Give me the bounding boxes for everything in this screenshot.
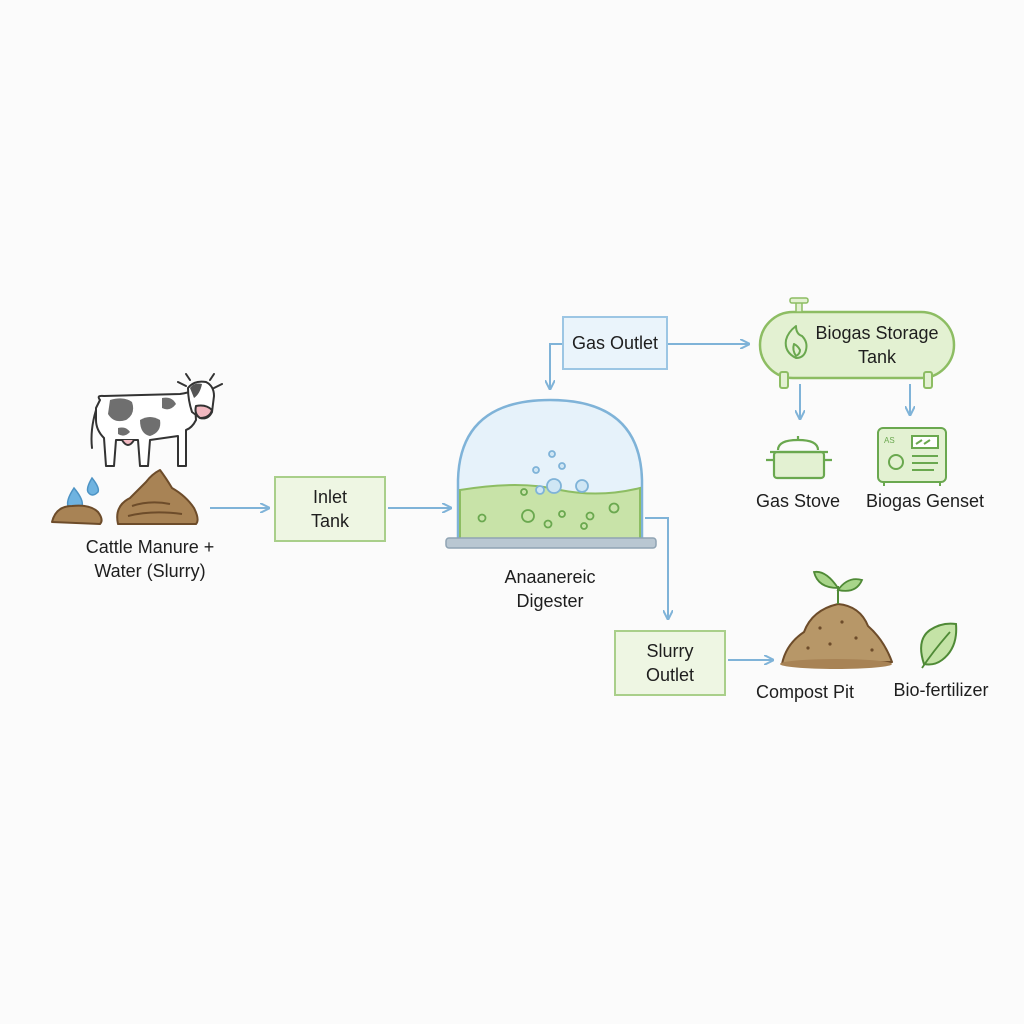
gas-outlet-box: Gas Outlet: [562, 316, 668, 370]
digester-dome-icon: [445, 398, 657, 549]
arrow-digester-to-slurry-outlet: [645, 517, 668, 618]
manure-icon: [51, 469, 199, 525]
inlet-tank-box: Inlet Tank: [274, 476, 386, 542]
storage-tank-line2: Tank: [857, 347, 897, 367]
digester-label-line1: Anaanereic: [504, 567, 596, 587]
flow-arrows: [210, 344, 910, 660]
digester-label: Anaanereic Digester: [470, 565, 630, 613]
inlet-tank-line1: Inlet: [312, 487, 348, 507]
compost-sprout-icon: [780, 570, 893, 669]
storage-tank-label: Biogas Storage Tank: [802, 321, 952, 369]
cow-icon: [90, 373, 223, 467]
source-label-line1: Cattle Manure +: [85, 537, 215, 557]
leaf-icon: [920, 622, 958, 669]
digester-label-line2: Digester: [516, 591, 584, 611]
compost-pit-label: Compost Pit: [755, 682, 855, 702]
slurry-outlet-box: Slurry Outlet: [614, 630, 726, 696]
cooking-pot-icon: [766, 436, 832, 480]
gas-outlet-label: Gas Outlet: [571, 333, 659, 353]
source-label: Cattle Manure + Water (Slurry): [50, 535, 250, 583]
gas-stove-label: Gas Stove: [755, 491, 841, 511]
storage-tank-line1: Biogas Storage: [815, 323, 939, 343]
slurry-outlet-line1: Slurry: [646, 641, 694, 661]
flame-icon: [784, 325, 808, 359]
bio-fertilizer-label: Bio-fertilizer: [893, 680, 989, 700]
genset-label: Biogas Genset: [865, 491, 985, 511]
slurry-outlet-line2: Outlet: [645, 665, 695, 685]
genset-panel-text: AS: [884, 436, 895, 445]
source-label-line2: Water (Slurry): [94, 561, 206, 581]
generator-icon: [877, 427, 947, 486]
storage-tank-shape: [758, 297, 956, 389]
arrow-gas-outlet-to-digester: [550, 343, 562, 388]
inlet-tank-line2: Tank: [310, 511, 350, 531]
